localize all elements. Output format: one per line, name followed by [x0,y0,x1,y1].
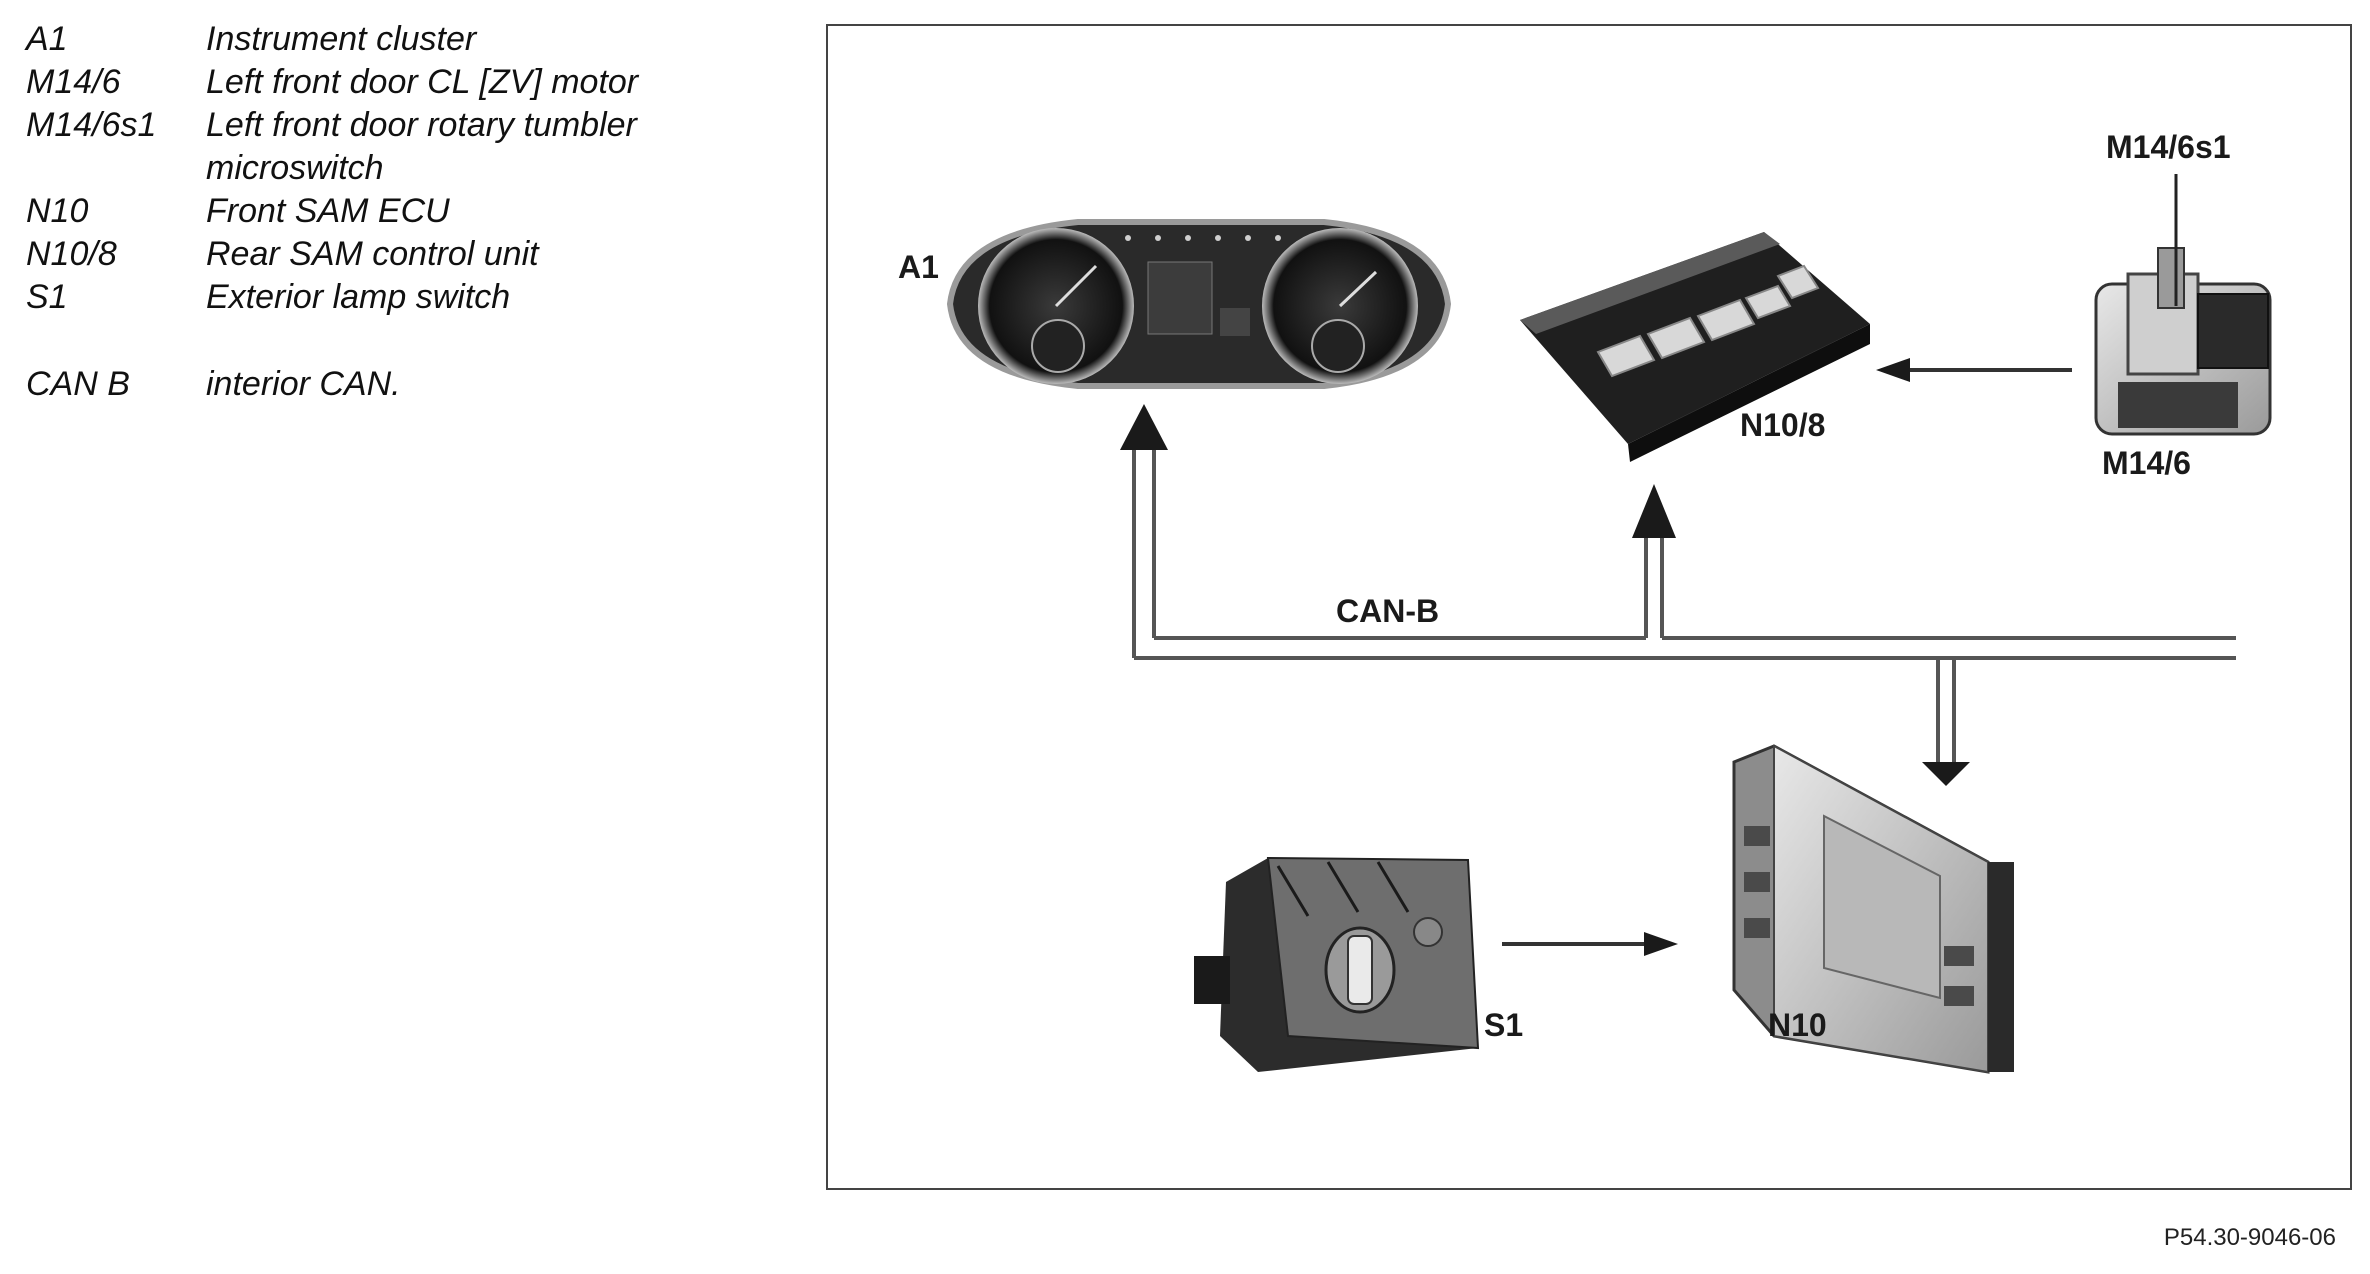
legend-item: N10/8 Rear SAM control unit [26,233,726,276]
signal-arrow-s1-to-n10 [1502,932,1678,956]
legend-item: N10 Front SAM ECU [26,190,726,233]
legend-code: M14/6s1 [26,106,157,144]
legend-description: Left front door rotary tumbler microswit… [206,106,637,187]
legend-description: Front SAM ECU [206,192,450,230]
legend-code: M14/6 [26,63,121,101]
arrow-to-n10-8 [1632,484,1676,538]
arrow-to-n10 [1922,762,1970,786]
label-s1: S1 [1484,1007,1523,1043]
label-m14-6s1: M14/6s1 [2106,129,2231,165]
legend-code: N10/8 [26,235,117,273]
legend-item: A1 Instrument cluster [26,18,726,61]
legend-description: Rear SAM control unit [206,235,539,273]
label-n10: N10 [1768,1007,1827,1043]
signal-arrow-m14-to-n10-8 [1876,358,2072,382]
legend-code: A1 [26,20,68,58]
wiring-diagram: A1 N10/8 M14/6s1 M14/6 CAN-B S1 N10 [898,129,2272,1074]
exterior-lamp-switch-s1 [1194,856,1480,1072]
diagram-frame: A1 N10/8 M14/6s1 M14/6 CAN-B S1 N10 [826,24,2352,1190]
legend-code: S1 [26,278,68,316]
figure-id: P54.30-9046-06 [2163,1224,2336,1251]
label-n10-8: N10/8 [1740,407,1825,443]
instrument-cluster-a1 [946,219,1452,389]
legend-description: interior CAN. [206,365,401,403]
legend-code: N10 [26,192,89,230]
legend-code: CAN B [26,365,130,403]
legend-item: S1 Exterior lamp switch [26,276,726,319]
legend-description: Exterior lamp switch [206,278,511,316]
legend: A1 Instrument cluster M14/6 Left front d… [26,18,726,406]
label-m14-6: M14/6 [2102,445,2191,481]
arrow-to-a1 [1120,404,1168,450]
legend-description: Instrument cluster [206,20,477,58]
label-can-b: CAN-B [1336,593,1439,629]
legend-description: Left front door CL [ZV] motor [206,63,639,101]
label-a1: A1 [898,249,939,285]
bus-arrowheads [1120,404,1970,786]
front-sam-ecu-n10 [1732,744,2014,1074]
cl-motor-m14-6 [2094,174,2272,436]
legend-item: M14/6s1 Left front door rotary tumbler m… [26,104,726,190]
legend-item: M14/6 Left front door CL [ZV] motor [26,61,726,104]
can-b-bus [1132,450,2236,762]
rear-sam-control-unit-n10-8 [1520,232,1870,462]
legend-bus-item: CAN B interior CAN. [26,363,726,406]
